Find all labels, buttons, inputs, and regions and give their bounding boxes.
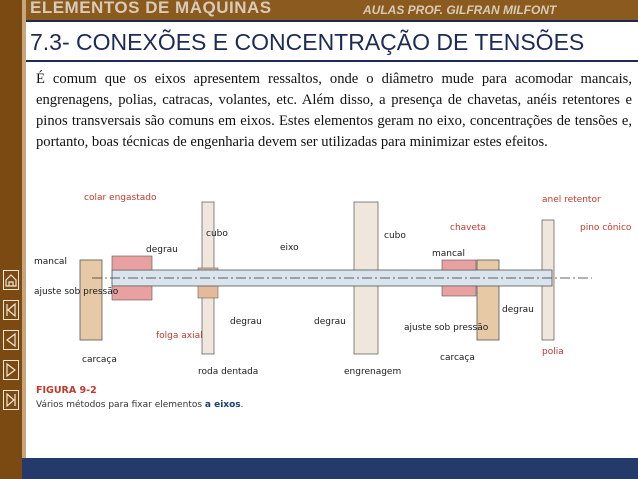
label-roda-dentada: roda dentada — [198, 367, 258, 377]
label-chaveta: chaveta — [450, 223, 486, 233]
label-anel-retentor: anel retentor — [542, 195, 601, 205]
label-eixo: eixo — [280, 243, 299, 253]
label-degrau-mid-right: degrau — [314, 317, 346, 327]
label-folga-axial: folga axial — [156, 331, 203, 341]
figure-caption-pre: Vários métodos para fixar elementos — [36, 400, 205, 410]
label-mancal-right: mancal — [432, 249, 465, 259]
label-degrau-right: degrau — [502, 305, 534, 315]
shaft-diagram: colar engastado cubo eixo cubo chaveta a… — [34, 193, 632, 377]
label-ajuste-left: ajuste sob pressão — [34, 287, 119, 297]
label-degrau-top: degrau — [146, 245, 178, 255]
figure-caption-bold: a eixos — [204, 400, 241, 410]
next-page-icon[interactable] — [3, 360, 19, 380]
label-colar-engastado: colar engastado — [84, 193, 157, 203]
left-sidebar — [0, 0, 22, 479]
body-paragraph: É comum que os eixos apresentem ressalto… — [36, 71, 632, 150]
label-carcaca-right: carcaça — [440, 353, 475, 363]
label-carcaca-left: carcaça — [82, 355, 117, 365]
shaft-figure: colar engastado cubo eixo cubo chaveta a… — [32, 190, 632, 458]
professor-name: AULAS PROF. GILFRAN MILFONT — [363, 3, 557, 17]
first-page-icon[interactable] — [3, 300, 19, 320]
figure-caption-text: Vários métodos para fixar elementos a ei… — [36, 400, 244, 410]
previous-page-icon[interactable] — [3, 330, 19, 350]
label-cubo-left: cubo — [206, 229, 228, 239]
page-title: 7.3- CONEXÕES E CONCENTRAÇÃO DE TENSÕES — [30, 29, 585, 55]
label-ajuste-right: ajuste sob pressão — [404, 323, 489, 333]
left-housing-shape — [79, 259, 103, 341]
header-band — [26, 0, 638, 20]
footer-band — [22, 458, 638, 479]
course-title: ELEMENTOS DE MÁQUINAS — [30, 0, 272, 17]
label-mancal-left: mancal — [34, 257, 67, 267]
title-box: 7.3- CONEXÕES E CONCENTRAÇÃO DE TENSÕES — [26, 20, 638, 62]
figure-caption-title: FIGURA 9-2 — [36, 385, 97, 396]
label-polia: polia — [542, 347, 564, 357]
label-engrenagem: engrenagem — [344, 367, 401, 377]
right-bearing-bottom-shape — [441, 285, 477, 297]
home-icon[interactable] — [3, 270, 19, 290]
label-cubo-right: cubo — [384, 231, 406, 241]
left-bearing-top-shape — [111, 255, 153, 271]
label-pino-conico: pino cônico — [580, 222, 632, 233]
last-page-icon[interactable] — [3, 390, 19, 410]
right-bearing-top-shape — [441, 259, 477, 271]
left-bearing-bottom-shape — [111, 285, 153, 301]
sidebar-accent-strip — [22, 0, 26, 479]
label-degrau-mid-left: degrau — [230, 317, 262, 327]
figure-caption-post: . — [240, 400, 244, 410]
